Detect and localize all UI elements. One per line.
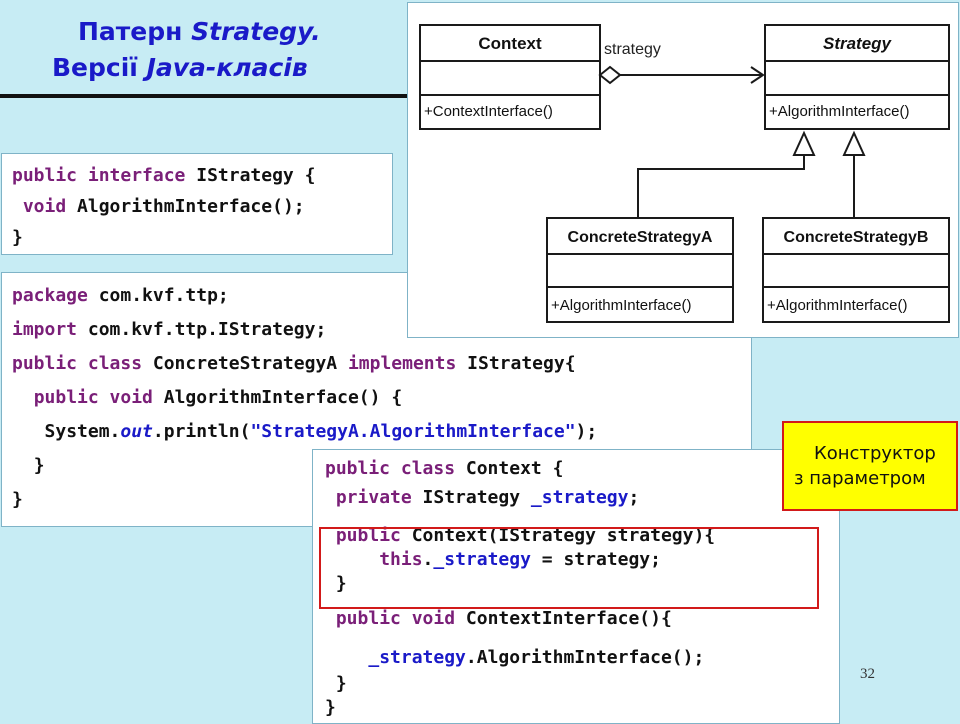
note-line-2: з параметром	[794, 468, 926, 489]
code-line: void AlgorithmInterface();	[22, 196, 305, 217]
code-line: }	[335, 673, 347, 694]
code-line: }	[12, 489, 23, 510]
context-class-box	[419, 24, 601, 130]
inheritance-line-a	[637, 155, 805, 218]
constructor-highlight-frame	[319, 527, 819, 609]
constructor-note: Конструктор з параметром	[782, 421, 958, 511]
note-line-1: Конструктор	[814, 443, 936, 464]
code-line: }	[325, 697, 336, 718]
code-line: }	[12, 227, 23, 248]
code-line: }	[335, 573, 347, 594]
uml-class-diagram: Context +ContextInterface() Strategy +Al…	[407, 2, 959, 338]
strategy-method: +AlgorithmInterface()	[769, 103, 909, 120]
strategy-class-name: Strategy	[823, 34, 893, 53]
code-line: import com.kvf.ttp.IStrategy;	[12, 319, 327, 340]
slide-title: Патерн Strategy. Версії Java-класів	[52, 14, 392, 86]
code-line: private IStrategy _strategy;	[335, 487, 640, 508]
uml-diagram-svg: Context +ContextInterface() Strategy +Al…	[419, 24, 950, 323]
code-line: public void AlgorithmInterface() {	[33, 387, 403, 408]
concrete-a-class-box	[546, 217, 734, 323]
concrete-a-method: +AlgorithmInterface()	[551, 297, 691, 314]
code-line: public Context(IStrategy strategy){	[335, 525, 716, 546]
code-line: this._strategy = strategy;	[379, 549, 661, 570]
aggregation-diamond-icon	[598, 65, 622, 85]
concrete-b-class-box	[762, 217, 950, 323]
code-line: public interface IStrategy {	[12, 165, 316, 186]
title-underline	[0, 94, 420, 98]
title-line-1: Патерн Strategy.	[78, 17, 321, 46]
generalization-triangle-icon	[842, 130, 866, 156]
context-class-name: Context	[478, 34, 542, 53]
code-line: }	[33, 455, 45, 476]
strategy-class-box	[764, 24, 950, 130]
code-line: package com.kvf.ttp;	[12, 285, 229, 306]
association-label: strategy	[604, 41, 661, 58]
code-line: System.out.println("StrategyA.AlgorithmI…	[44, 421, 598, 442]
code-spacer	[325, 633, 839, 643]
code-box-istrategy: public interface IStrategy { void Algori…	[1, 153, 393, 255]
concrete-a-class-name: ConcreteStrategyA	[568, 229, 713, 246]
generalization-triangle-icon	[792, 130, 816, 156]
association-arrow-icon	[750, 66, 765, 84]
concrete-b-method: +AlgorithmInterface()	[767, 297, 907, 314]
page-number: 32	[860, 666, 875, 682]
code-line: public class Context {	[325, 458, 564, 479]
title-line-2: Версії Java-класів	[52, 53, 308, 82]
code-line: public void ContextInterface(){	[335, 608, 672, 629]
context-method: +ContextInterface()	[424, 103, 553, 120]
concrete-b-class-name: ConcreteStrategyB	[784, 229, 929, 246]
code-spacer	[325, 512, 839, 524]
code-box-context: public class Context { private IStrategy…	[312, 449, 840, 724]
code-line: _strategy.AlgorithmInterface();	[368, 647, 705, 668]
code-line: public class ConcreteStrategyA implement…	[12, 353, 576, 374]
